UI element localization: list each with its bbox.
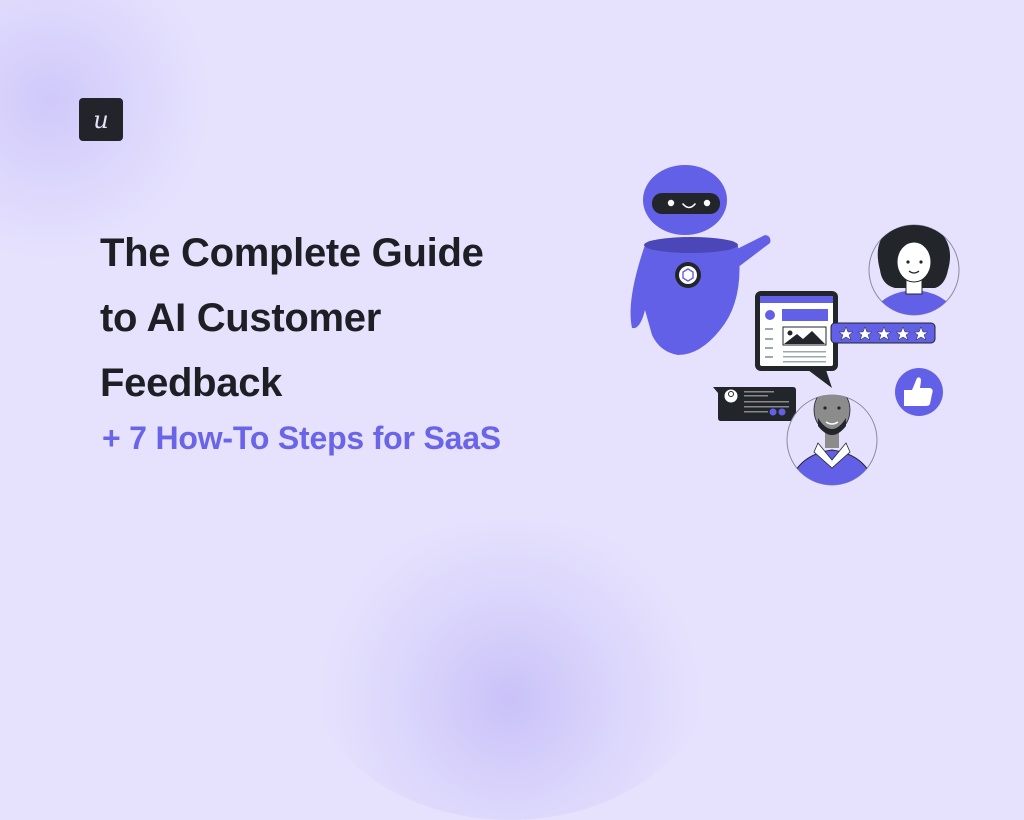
title-line-3: Feedback	[100, 361, 283, 405]
page-title: The Complete Guide to AI Customer Feedba…	[100, 221, 484, 416]
title-line-1: The Complete Guide	[100, 231, 484, 275]
man-avatar-icon	[786, 394, 878, 486]
logo-letter: u	[93, 105, 109, 134]
star-rating-icon	[830, 322, 936, 344]
title-line-2: to AI Customer	[100, 296, 381, 340]
brand-logo: u	[79, 98, 123, 141]
review-card-icon	[755, 291, 838, 388]
robot-icon	[630, 165, 771, 355]
thumbs-up-icon	[895, 368, 943, 416]
woman-avatar-icon	[868, 224, 960, 316]
feedback-illustration	[630, 165, 960, 486]
page-subtitle: + 7 How-To Steps for SaaS	[102, 420, 501, 456]
chat-bubble-icon	[713, 387, 796, 421]
